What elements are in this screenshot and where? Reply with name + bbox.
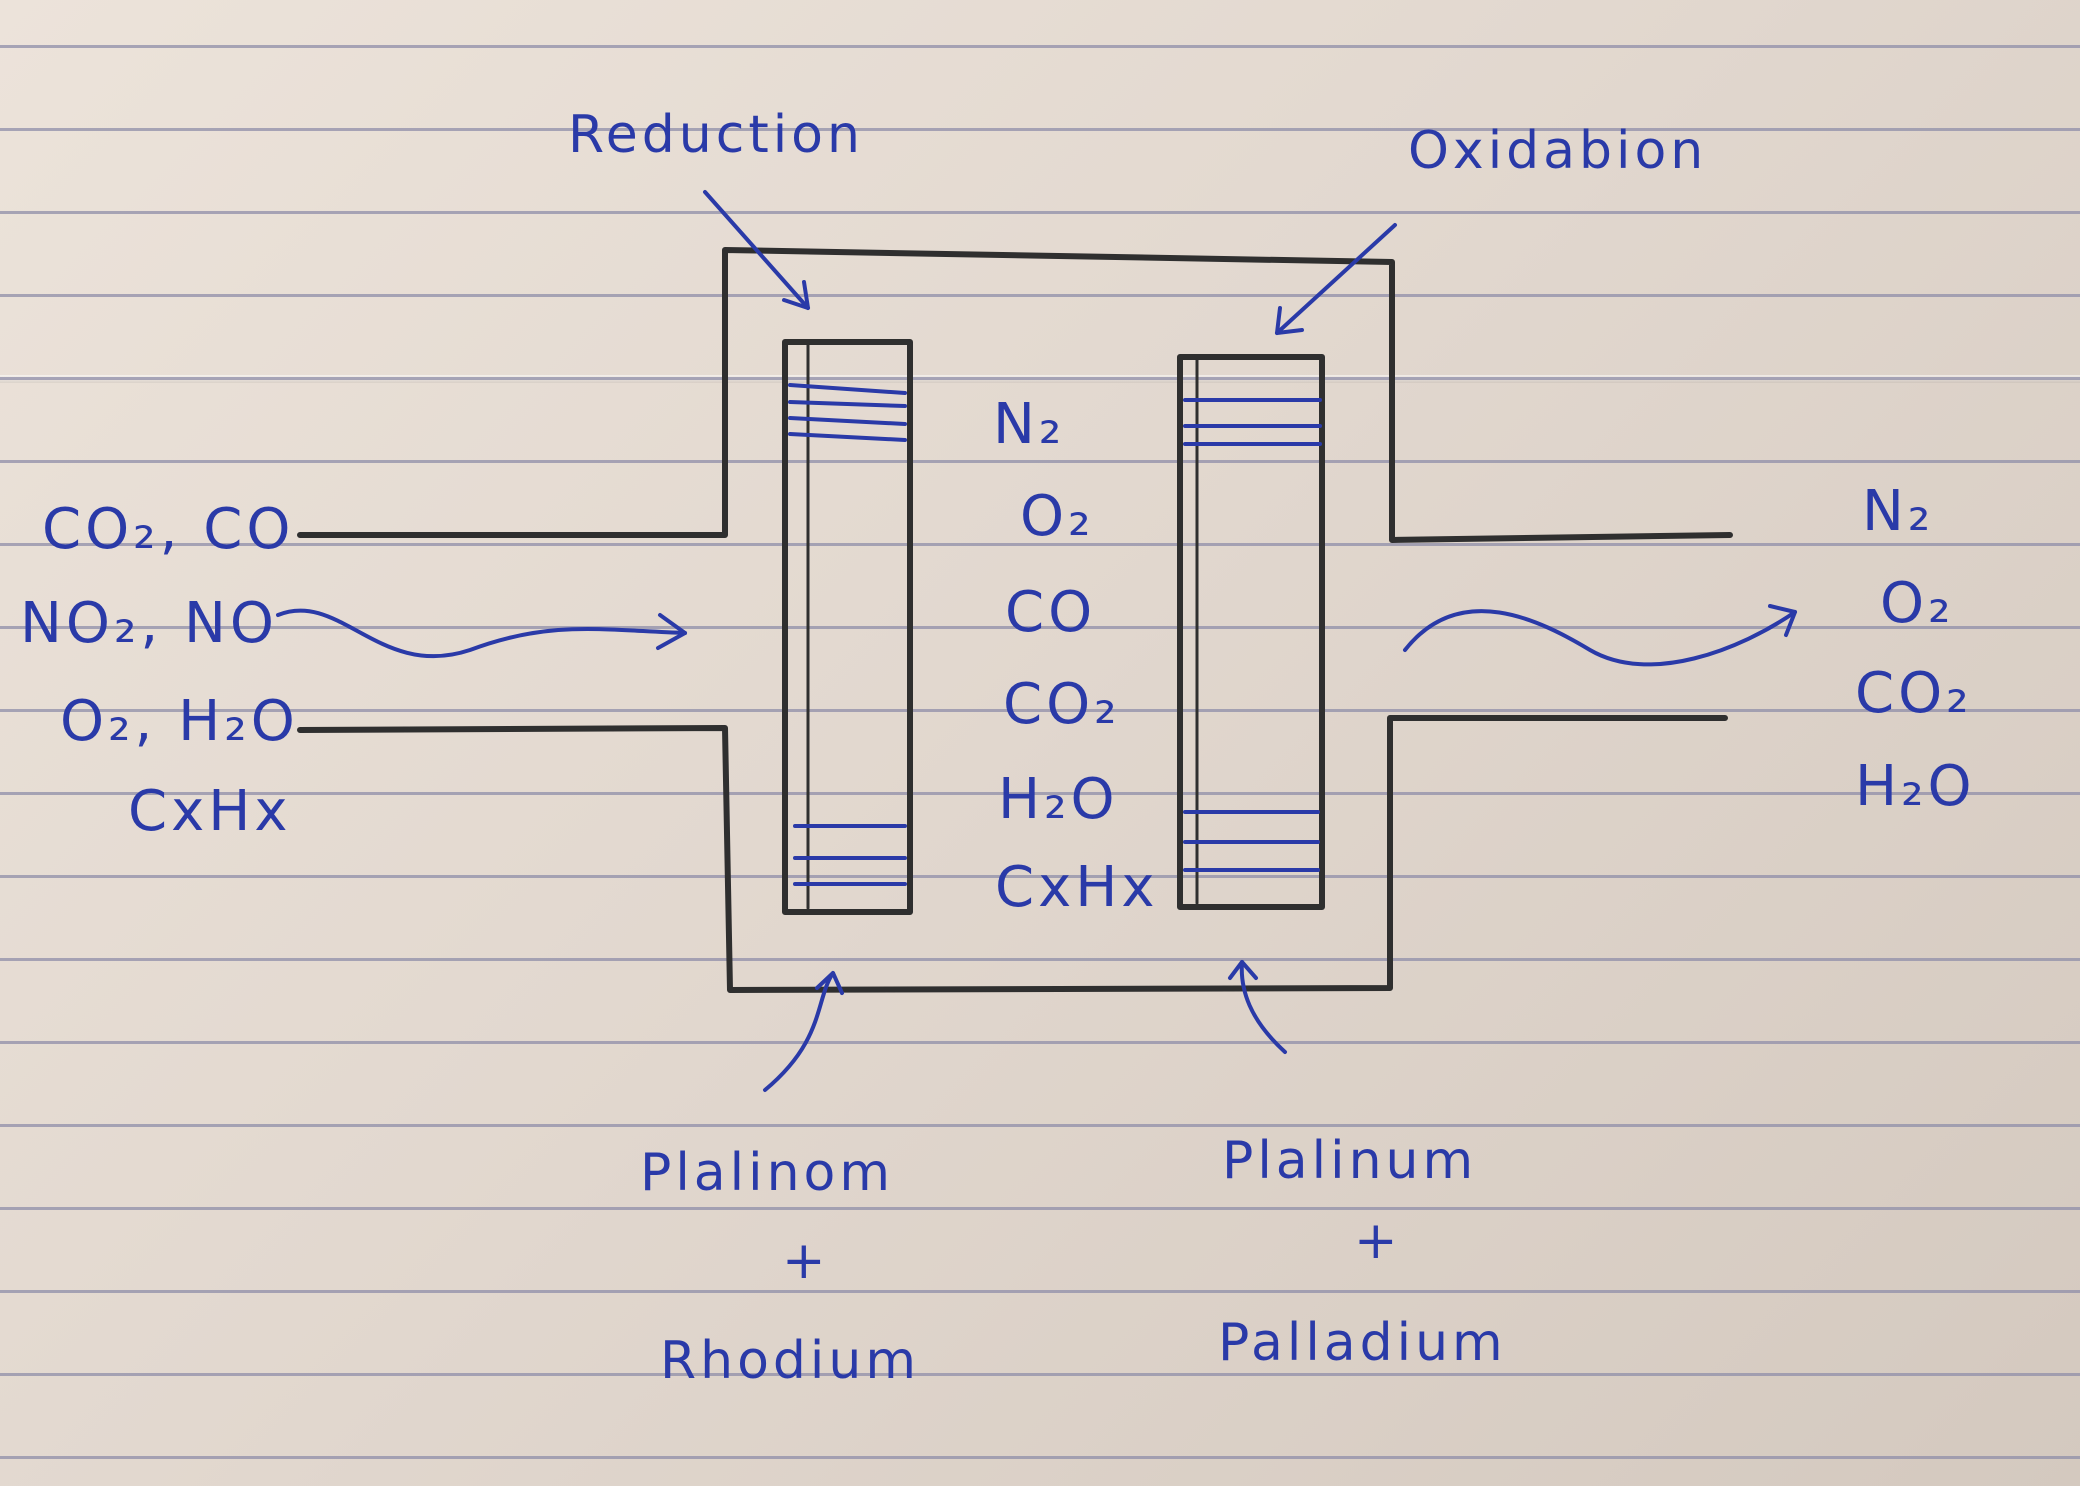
housing-outline	[297, 247, 1733, 993]
oxidation-arrow	[1275, 223, 1397, 335]
inlet-flow-arrow	[276, 608, 687, 658]
ruled-line	[0, 294, 2080, 297]
ruled-line	[0, 875, 2080, 878]
ruled-line	[0, 460, 2080, 463]
outlet-gas-2: O₂	[1880, 571, 1955, 636]
ruled-line	[0, 1124, 2080, 1127]
right-catalyst-arrow	[1228, 960, 1287, 1054]
left-catalyst-plus: +	[782, 1231, 830, 1291]
middle-gas-4: CO₂	[1003, 672, 1121, 737]
middle-gas-2: O₂	[1020, 484, 1095, 549]
inlet-gas-line-1: CO₂, CO	[42, 497, 294, 562]
ruled-line	[0, 958, 2080, 961]
inlet-gas-line-4: CxHx	[128, 779, 292, 844]
ruled-line	[0, 128, 2080, 131]
ruled-line	[0, 1041, 2080, 1044]
oxidation-catalyst-block	[1177, 354, 1325, 910]
ruled-line	[0, 709, 2080, 712]
outlet-gas-4: H₂O	[1855, 754, 1976, 819]
left-catalyst-arrow	[763, 971, 844, 1092]
right-catalyst-metal-1: Plalinum	[1222, 1131, 1477, 1191]
ruled-line	[0, 1373, 2080, 1376]
middle-gas-3: CO	[1005, 580, 1096, 645]
oxidation-block-bottom-hatching	[1183, 810, 1320, 872]
ruled-line	[0, 1290, 2080, 1293]
oxidation-label: Oxidabion	[1408, 121, 1707, 181]
inlet-gas-line-3: O₂, H₂O	[60, 689, 299, 754]
right-catalyst-plus: +	[1354, 1211, 1402, 1271]
left-catalyst-metal-2: Rhodium	[660, 1331, 920, 1391]
middle-gas-1: N₂	[993, 392, 1065, 457]
ruled-line	[0, 543, 2080, 546]
reduction-arrow	[703, 190, 810, 310]
reduction-block-top-hatching	[788, 383, 907, 442]
inlet-gas-line-2: NO₂, NO	[20, 591, 278, 656]
ruled-line	[0, 1207, 2080, 1210]
ruled-line	[0, 792, 2080, 795]
ruled-line	[0, 45, 2080, 48]
outlet-gas-1: N₂	[1862, 479, 1934, 544]
oxidation-block-top-hatching	[1183, 398, 1322, 446]
ruled-line	[0, 626, 2080, 629]
reduction-label: Reduction	[568, 105, 864, 165]
ruled-line	[0, 211, 2080, 214]
right-catalyst-metal-2: Palladium	[1218, 1313, 1507, 1373]
outlet-flow-arrow	[1403, 604, 1797, 667]
reduction-block-bottom-hatching	[793, 824, 907, 886]
middle-gas-6: CxHx	[995, 855, 1159, 920]
outlet-gas-3: CO₂	[1855, 661, 1973, 726]
ruled-line	[0, 1456, 2080, 1459]
left-catalyst-metal-1: Plalinom	[640, 1143, 894, 1203]
reduction-catalyst-block	[782, 339, 913, 915]
middle-gas-5: H₂O	[998, 767, 1119, 832]
ruled-line	[0, 377, 2080, 380]
